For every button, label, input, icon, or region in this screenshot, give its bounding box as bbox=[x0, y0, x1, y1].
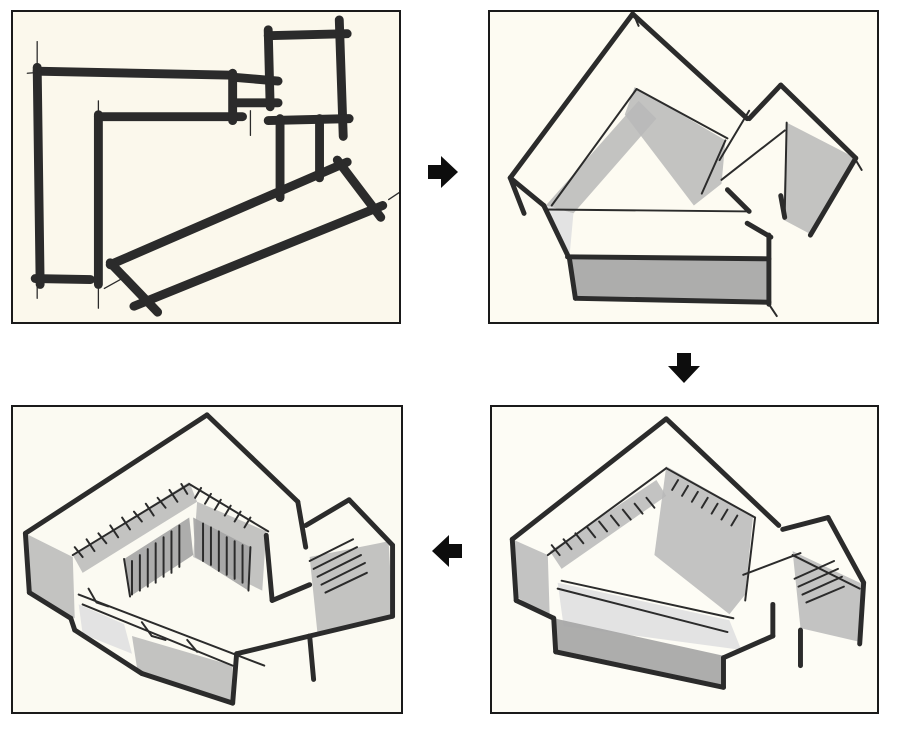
sketch-panel-final-massing bbox=[11, 405, 403, 714]
sketch-panel-massing bbox=[488, 10, 879, 324]
arrow-right-icon bbox=[427, 155, 459, 189]
sketch-panel-plan bbox=[11, 10, 401, 324]
massing-sketch bbox=[507, 12, 863, 318]
sketch-panel-massing-bar bbox=[490, 405, 879, 714]
arrow-down-icon bbox=[667, 352, 701, 384]
arrow-left-icon bbox=[431, 534, 463, 568]
final-massing-sketch bbox=[22, 412, 396, 706]
massing-with-bar-sketch bbox=[509, 416, 867, 690]
plan-sketch bbox=[26, 15, 399, 317]
